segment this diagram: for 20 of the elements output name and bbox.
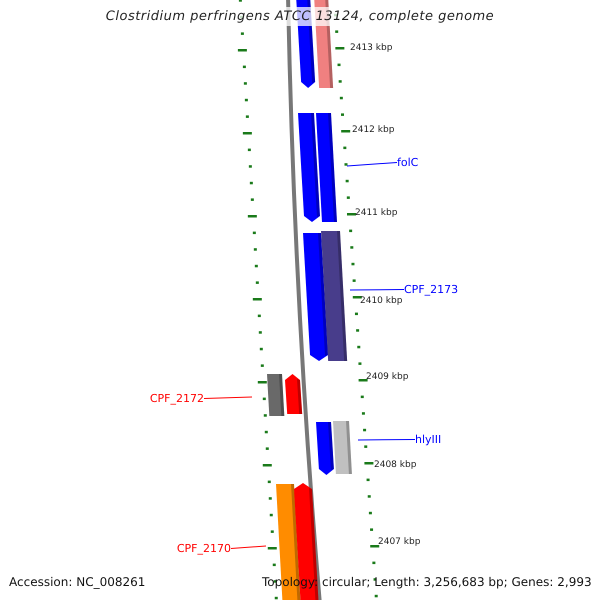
leader-line	[230, 546, 266, 549]
scale-label: 2408 kbp	[374, 461, 416, 470]
title: Clostridium perfringens ATCC 13124, complete genome	[104, 10, 496, 23]
accession-text: Accession: NC_008261	[9, 576, 146, 588]
leader-line	[358, 439, 416, 440]
gene-label: CPF_2173	[404, 284, 458, 295]
gene-label: CPF_2170	[176, 543, 231, 554]
scale-label: 2407 kbp	[378, 538, 420, 547]
scale-label: 2412 kbp	[352, 126, 394, 135]
scale-label: 2411 kbp	[355, 209, 398, 218]
scale-label: 2409 kbp	[366, 373, 408, 382]
scale-label: 2413 kbp	[350, 44, 392, 53]
leader-line	[204, 396, 252, 399]
gene-label: folC	[397, 157, 418, 168]
leader-line	[346, 162, 398, 166]
leader-line	[350, 289, 404, 290]
scale-label: 2410 kbp	[360, 297, 402, 306]
genome-stats-text: Topology: circular; Length: 3,256,683 bp; Genes: 2,993	[262, 576, 592, 588]
gene-label: CPF_2172	[150, 393, 204, 404]
gene-label: hlyIII	[415, 434, 442, 445]
